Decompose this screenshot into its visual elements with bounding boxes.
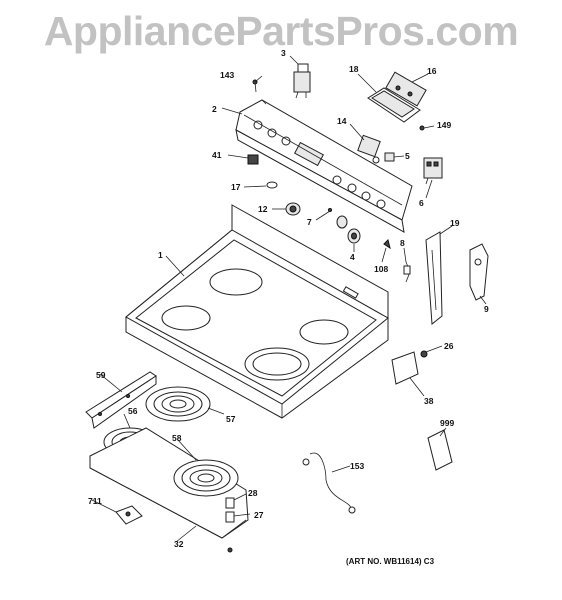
screw-part-7[interactable]	[328, 208, 332, 212]
callout-999: 999	[440, 418, 454, 428]
callout-143: 143	[220, 70, 234, 80]
switch-part-3[interactable]	[293, 63, 311, 99]
callout-2: 2	[212, 104, 217, 114]
watermark-text: AppliancePartsPros.com	[43, 8, 519, 54]
nut-part-26[interactable]	[420, 350, 428, 358]
rear-bracket-part-59[interactable]	[85, 371, 157, 429]
callout-59: 59	[96, 370, 106, 380]
callout-5: 5	[405, 151, 410, 161]
receptacle-part-28[interactable]	[225, 497, 235, 509]
callout-58: 58	[172, 433, 182, 443]
callout-27: 27	[254, 510, 264, 520]
callout-26: 26	[444, 341, 454, 351]
callout-1: 1	[158, 250, 163, 260]
bracket-part-711[interactable]	[115, 505, 143, 525]
callout-28: 28	[248, 488, 258, 498]
knob-part-4[interactable]	[336, 215, 361, 244]
clip-part-17[interactable]	[266, 181, 278, 189]
screw-part-149[interactable]	[419, 125, 425, 131]
bracket-part-8[interactable]	[403, 261, 411, 283]
callout-149: 149	[437, 120, 451, 130]
side-trim-part-19[interactable]	[425, 231, 443, 325]
callout-3: 3	[281, 48, 286, 58]
knob-part-12[interactable]	[285, 202, 301, 216]
callout-19: 19	[450, 218, 460, 228]
callout-4: 4	[350, 252, 355, 262]
callout-41: 41	[212, 150, 222, 160]
callout-17: 17	[231, 182, 241, 192]
large-burner-part-57[interactable]	[145, 386, 211, 422]
callout-labels: 3 143 18 16 2 149 14 5 41 17 6 12 7 19 8…	[88, 48, 489, 549]
clip-part-5[interactable]	[384, 152, 395, 162]
callout-14: 14	[337, 116, 347, 126]
large-burner-part-58[interactable]	[173, 459, 239, 497]
callout-38: 38	[424, 396, 434, 406]
callout-153: 153	[350, 461, 364, 471]
callout-9: 9	[484, 304, 489, 314]
terminal-block-part-6[interactable]	[423, 157, 443, 185]
callout-12: 12	[258, 204, 268, 214]
panel-part-38[interactable]	[391, 351, 419, 385]
leader-lines	[91, 55, 487, 543]
callout-6: 6	[419, 198, 424, 208]
connector-part-41[interactable]	[247, 154, 259, 165]
callout-57: 57	[226, 414, 236, 424]
control-panel-backsplash[interactable]	[235, 99, 413, 233]
end-cap-part-9[interactable]	[469, 243, 489, 301]
burner-box-part-32[interactable]	[89, 427, 249, 539]
relay-board-part-16[interactable]	[385, 71, 427, 107]
callout-711: 711	[88, 496, 102, 506]
callout-16: 16	[427, 66, 437, 76]
callout-18: 18	[349, 64, 359, 74]
callout-108: 108	[374, 264, 388, 274]
switch-part-14[interactable]	[357, 134, 381, 164]
cooktop-main-top-part-1[interactable]	[125, 204, 389, 419]
art-number-label: (ART NO. WB11614) C3	[346, 557, 435, 566]
literature-part-999[interactable]	[427, 429, 453, 471]
callout-8: 8	[400, 238, 405, 248]
callout-32: 32	[174, 539, 184, 549]
callout-7: 7	[307, 217, 312, 227]
display-board-part-18[interactable]	[367, 87, 421, 123]
wire-harness-part-153[interactable]	[302, 452, 356, 514]
grommet-part-108[interactable]	[383, 239, 391, 250]
callout-56: 56	[128, 406, 138, 416]
receptacle-part-27[interactable]	[225, 511, 235, 553]
